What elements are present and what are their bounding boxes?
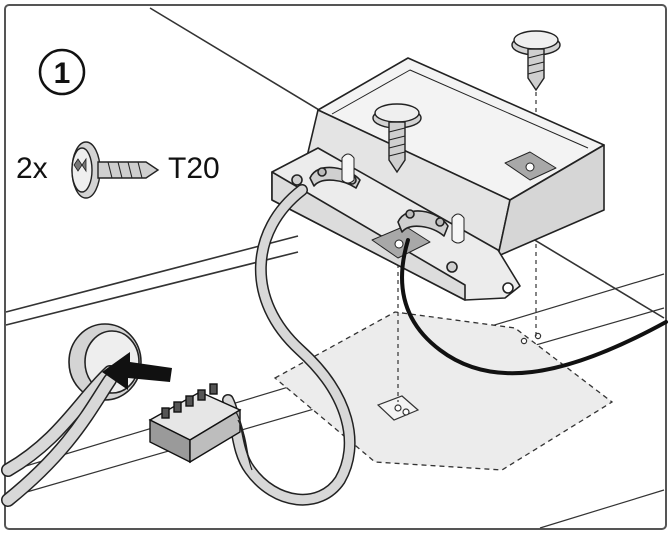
mounting-hole — [394, 404, 402, 412]
clamp-screw — [317, 167, 327, 177]
mounting-hole — [402, 408, 410, 416]
screw-head-top — [374, 103, 420, 123]
terminal-screw — [185, 395, 194, 407]
screw-shank — [527, 48, 545, 92]
callout-screw-shank — [97, 161, 160, 179]
flange-screw — [291, 174, 303, 186]
screw-head-top — [513, 30, 559, 50]
insert-arrow-icon — [102, 352, 172, 390]
mounting-footprint — [273, 311, 614, 471]
surface-edge-line — [5, 251, 299, 326]
callout-screw-head-top — [71, 147, 93, 193]
clamp-screw — [405, 209, 415, 219]
strain-relief-slot — [451, 213, 465, 244]
clamp-screw — [435, 217, 445, 227]
step-number: 1 — [54, 57, 71, 90]
torx-screw-icon — [511, 30, 561, 92]
flange-hole — [502, 282, 514, 294]
wall-cable — [1, 365, 117, 507]
surface-edge-line — [5, 235, 299, 313]
surface-edge-line — [539, 489, 665, 529]
terminal-screw — [197, 389, 206, 401]
strain-relief-slot — [341, 153, 355, 184]
box-hole — [525, 162, 535, 172]
terminal-side — [189, 408, 241, 464]
torx-screw-icon — [372, 103, 422, 174]
callout-screw-thread — [107, 161, 143, 179]
surface-holes — [376, 332, 542, 421]
terminal-wires — [235, 411, 253, 471]
box-hole — [394, 239, 404, 249]
screw-thread — [388, 127, 406, 157]
cable-fill — [2, 374, 116, 506]
step-badge-circle — [38, 48, 86, 96]
terminal-block — [148, 383, 253, 471]
cable-fill — [223, 185, 355, 505]
terminal-screw — [173, 401, 182, 413]
screw-quantity: 2x — [16, 152, 48, 185]
screw-drive-size: T20 — [168, 152, 220, 185]
screw-thread — [527, 53, 545, 75]
black-cable — [400, 238, 668, 376]
terminal-screws — [161, 383, 218, 419]
screw-shank — [388, 121, 406, 174]
flange-screw — [446, 261, 458, 273]
box-inner-rim — [331, 69, 589, 149]
torx-recess — [73, 157, 87, 173]
cable-fill — [2, 366, 116, 476]
step-number-badge: 1 — [38, 48, 86, 96]
torx-screw-icon — [71, 141, 160, 199]
grey-cable — [222, 184, 356, 506]
mounting-hole — [520, 337, 528, 345]
box-side-face — [497, 144, 605, 257]
diagram-frame — [4, 4, 667, 530]
junction-box — [271, 57, 605, 301]
terminal-screw — [209, 383, 218, 395]
terminal-screw — [161, 407, 170, 419]
